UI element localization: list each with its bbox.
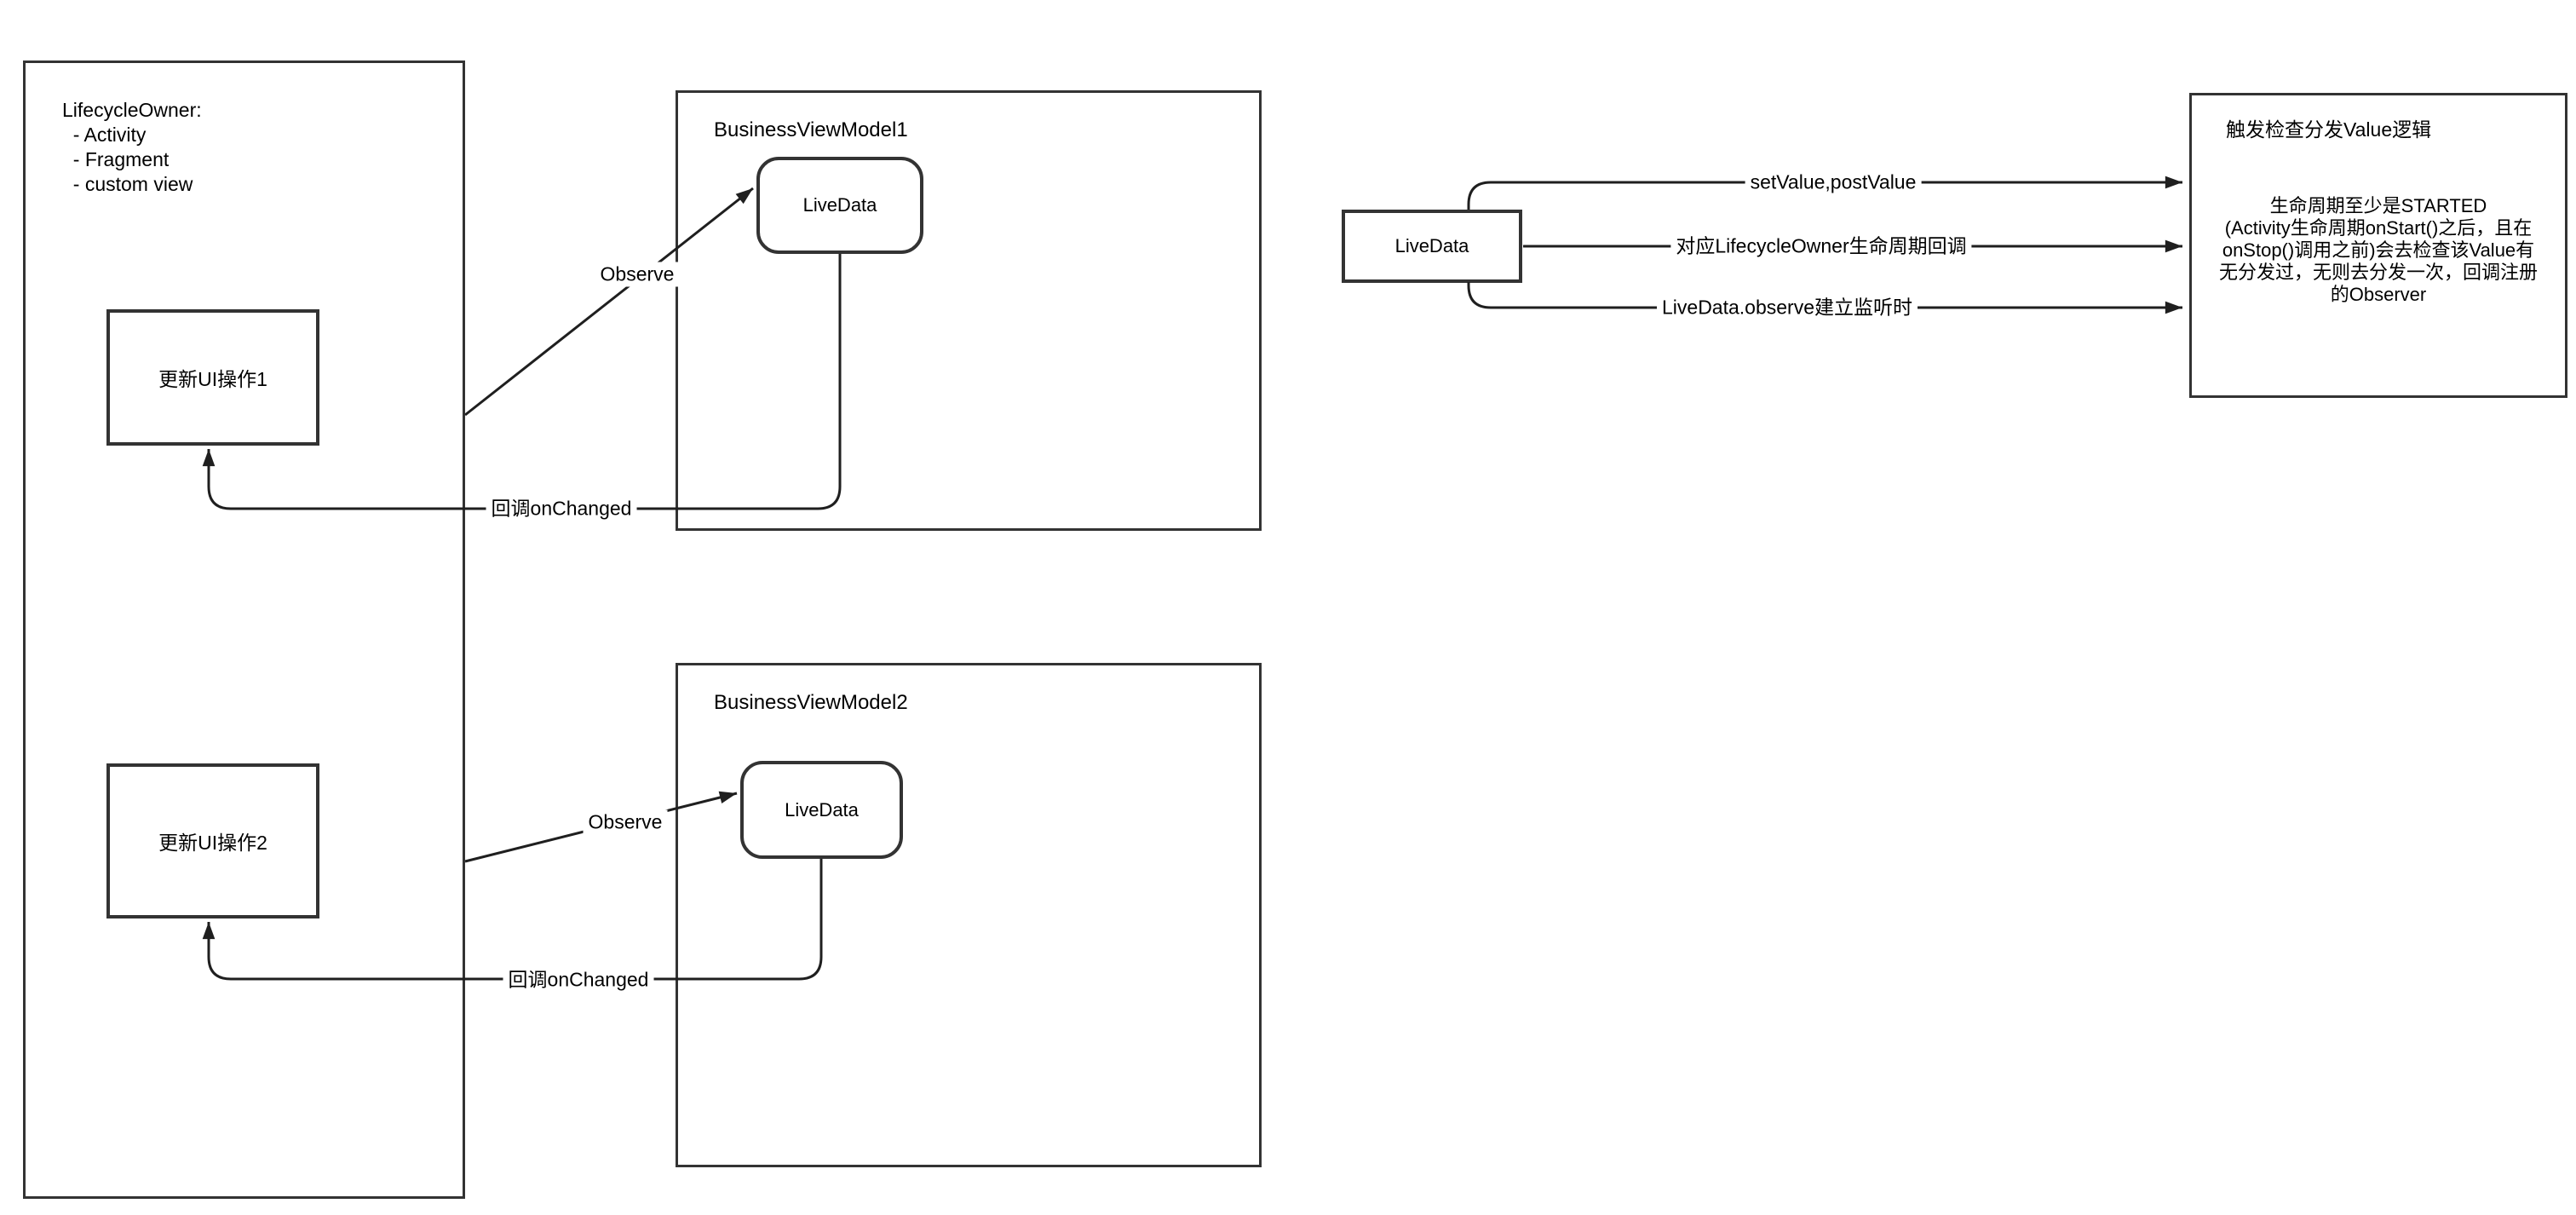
lifecycle-owner-list: LifecycleOwner: - Activity - Fragment - … (62, 99, 202, 195)
on-changed-label-2: 回调onChanged (503, 967, 654, 993)
livedata-box-2-label: LiveData (785, 798, 859, 821)
observe-label-1: Observe (595, 262, 680, 287)
update-ui-box-1: 更新UI操作1 (106, 309, 319, 446)
update-ui-box-2: 更新UI操作2 (106, 763, 319, 918)
livedata-box-2: LiveData (740, 761, 903, 859)
business-view-model-2-title: BusinessViewModel2 (714, 691, 908, 714)
livedata-box-1-label: LiveData (802, 194, 877, 216)
business-view-model-2-container: BusinessViewModel2 (676, 663, 1262, 1167)
dispatch-logic-box: 触发检查分发Value逻辑 生命周期至少是STARTED (Activity生命… (2189, 93, 2567, 398)
on-changed-label-1: 回调onChanged (486, 496, 637, 521)
dispatch-logic-title: 触发检查分发Value逻辑 (2226, 118, 2432, 141)
livedata-box-1: LiveData (756, 157, 923, 254)
update-ui-box-2-label: 更新UI操作2 (158, 832, 267, 854)
livedata-source-box: LiveData (1342, 210, 1522, 283)
set-value-label: setValue,postValue (1745, 170, 1922, 195)
update-ui-box-1-label: 更新UI操作1 (158, 368, 267, 390)
business-view-model-1-container: BusinessViewModel1 (676, 90, 1262, 531)
dispatch-logic-body: 生命周期至少是STARTED (Activity生命周期onStart()之后，… (2218, 195, 2538, 305)
observe-label-2: Observe (583, 809, 668, 835)
lifecycle-callback-label: 对应LifecycleOwner生命周期回调 (1670, 233, 1972, 259)
livedata-source-box-label: LiveData (1394, 235, 1469, 256)
lifecycle-owner-container: LifecycleOwner: - Activity - Fragment - … (23, 60, 465, 1199)
business-view-model-1-title: BusinessViewModel1 (714, 118, 908, 141)
observe-listen-label: LiveData.observe建立监听时 (1657, 295, 1918, 320)
